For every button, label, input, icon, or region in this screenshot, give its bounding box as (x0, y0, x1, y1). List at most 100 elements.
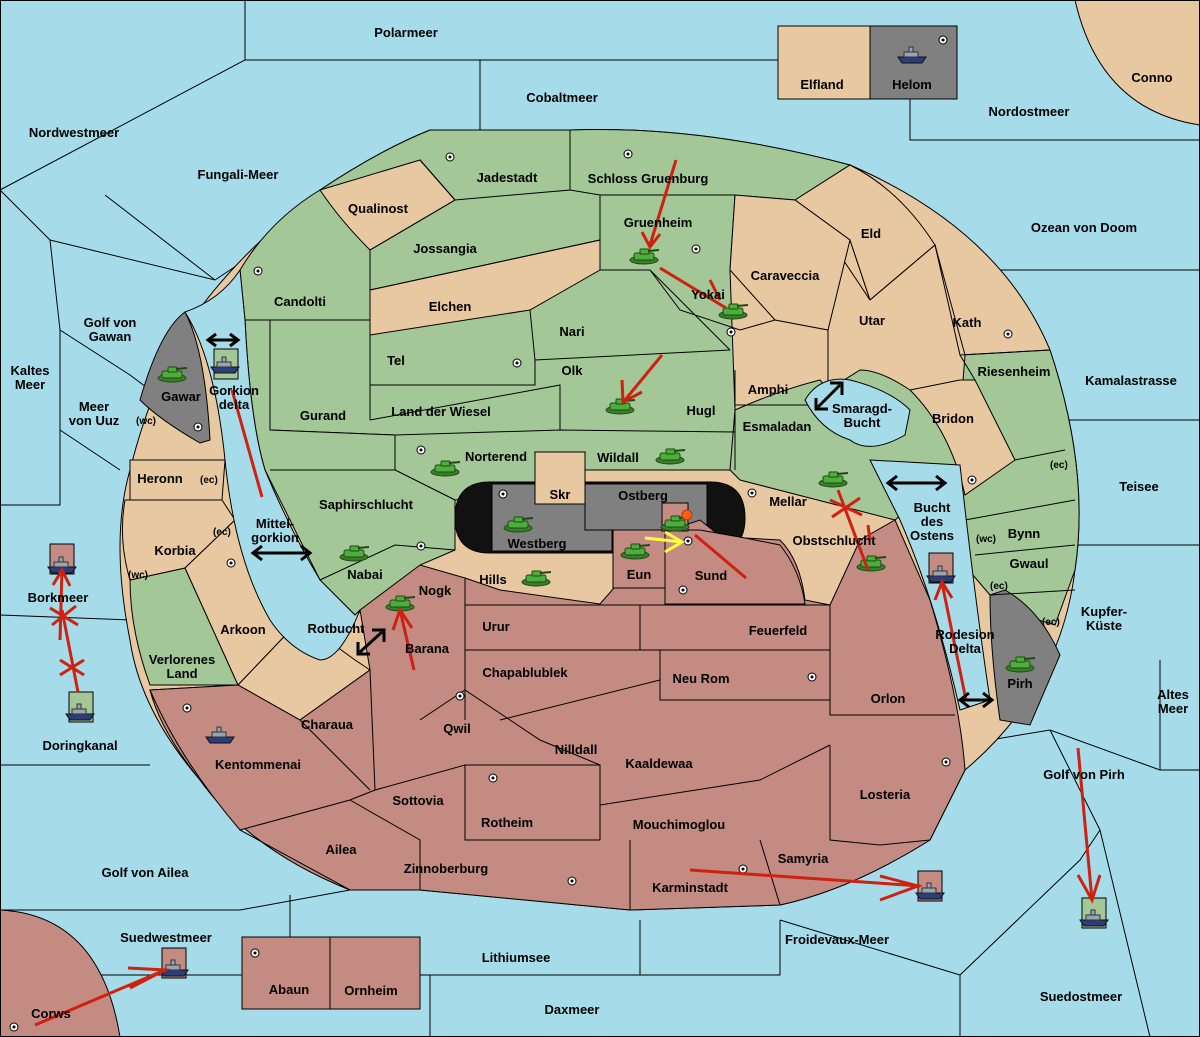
sea-label: Suedwestmeer (120, 930, 212, 945)
province-label: Qualinost (348, 201, 409, 216)
province-label: Sund (695, 568, 728, 583)
sea-label: Gawan (89, 329, 132, 344)
sea-label: Meer (15, 377, 45, 392)
province-label: Elchen (429, 299, 472, 314)
province-label: Helom (892, 77, 932, 92)
sea-label: Ozean von Doom (1031, 220, 1137, 235)
sea-label: Gorkion (209, 383, 259, 398)
province-corws[interactable] (0, 909, 121, 1037)
sea-label: Cobaltmeer (526, 90, 598, 105)
province-label: Yokai (691, 287, 725, 302)
sea-label: Teisee (1119, 479, 1159, 494)
sea-label: Küste (1086, 618, 1122, 633)
province-label: Jossangia (413, 241, 477, 256)
region-south-red (149, 519, 966, 911)
province-label: Rotheim (481, 815, 533, 830)
province-label: Kaaldewaa (625, 756, 693, 771)
province-label: Kath (953, 315, 982, 330)
province-label: Ailea (325, 842, 357, 857)
sea-labels: Polarmeer Cobaltmeer Nordwestmeer Fungal… (10, 25, 1188, 1017)
sea-label: des (921, 514, 943, 529)
sea-label: Delta (949, 641, 982, 656)
province-abaun[interactable] (241, 936, 331, 1010)
province-label: Pirh (1007, 676, 1032, 691)
coast-label: (ec) (213, 527, 231, 538)
province-label: Mellar (769, 494, 807, 509)
province-label: Gawar (161, 389, 201, 404)
sea-label: Suedostmeer (1040, 989, 1122, 1004)
province-label: Olk (562, 363, 584, 378)
province-label: Westberg (508, 536, 567, 551)
province-label: Caraveccia (751, 268, 820, 283)
province-label: Esmaladan (743, 419, 812, 434)
province-label: Charaua (301, 717, 354, 732)
province-label: Gruenheim (624, 215, 693, 230)
province-label: Abaun (269, 982, 310, 997)
sea-label: Mittel- (256, 516, 294, 531)
sea-label: Kaltes (10, 363, 49, 378)
province-label: Bynn (1008, 526, 1041, 541)
sea-label: Daxmeer (545, 1002, 600, 1017)
province-label: Nogk (419, 583, 452, 598)
province-label: Utar (859, 313, 885, 328)
province-kentommenai[interactable] (149, 669, 376, 831)
province-label: Skr (550, 487, 571, 502)
province-label: Land der Wiesel (391, 404, 491, 419)
province-label: Gwaul (1009, 556, 1048, 571)
province-elfland[interactable] (777, 25, 871, 100)
inlet-smaragd-bucht (804, 378, 911, 447)
province-label: Mouchimoglou (633, 817, 725, 832)
province-label: Riesenheim (978, 364, 1051, 379)
sea-label: Ostens (910, 528, 954, 543)
province-label: Conno (1131, 70, 1172, 85)
province-label: Schloss Gruenburg (588, 171, 709, 186)
province-label: Corws (31, 1006, 71, 1021)
province-label: Gurand (300, 408, 346, 423)
sea-label: Kamalastrasse (1085, 373, 1177, 388)
sea-label: delta (219, 397, 250, 412)
sea-label: Froidevaux-Meer (785, 932, 889, 947)
sea-label: Meer (1158, 701, 1188, 716)
sea-label: gorkion (251, 530, 299, 545)
sea-label: Golf von Pirh (1043, 767, 1125, 782)
province-skr-top (534, 451, 586, 505)
province-label: Hugl (687, 403, 716, 418)
province-label: Nari (559, 324, 584, 339)
sea-label: Rotbucht (307, 621, 365, 636)
coast-label: (ec) (990, 581, 1008, 592)
sea-label: Nordostmeer (989, 104, 1070, 119)
coast-label: (ec) (1050, 460, 1068, 471)
sea-label: Rodesion (935, 627, 994, 642)
province-label: Saphirschlucht (319, 497, 414, 512)
sea-label: Golf von Ailea (102, 865, 190, 880)
province-label: Tel (387, 353, 405, 368)
province-label: Elfland (800, 77, 843, 92)
sea-label: Golf von (84, 315, 137, 330)
province-borders (239, 130, 1076, 910)
province-label: Arkoon (220, 622, 266, 637)
province-label: Karminstadt (652, 880, 729, 895)
order-arrows (34, 159, 1102, 1027)
sea-label: Lithiumsee (482, 950, 551, 965)
province-label: Ornheim (344, 983, 397, 998)
province-label: Zinnoberburg (404, 861, 489, 876)
province-label: Nabai (347, 567, 382, 582)
province-label: Qwil (443, 721, 470, 736)
sea-label: Bucht (914, 500, 952, 515)
sea-label: Altes (1157, 687, 1189, 702)
province-label: Sottovia (392, 793, 444, 808)
sea-label: Doringkanal (42, 738, 117, 753)
province-ornheim[interactable] (329, 936, 421, 1010)
province-label: Obstschlucht (792, 533, 876, 548)
coast-label: (ec) (200, 475, 218, 486)
province-label: Heronn (137, 471, 183, 486)
province-label: Amphi (748, 382, 788, 397)
province-label: Neu Rom (672, 671, 729, 686)
province-label: Jadestadt (477, 170, 538, 185)
province-conno[interactable] (1074, 0, 1200, 126)
sea-label: von Uuz (69, 413, 120, 428)
sea-label: Smaragd- (832, 401, 892, 416)
province-verlorenes-land[interactable] (129, 567, 239, 686)
